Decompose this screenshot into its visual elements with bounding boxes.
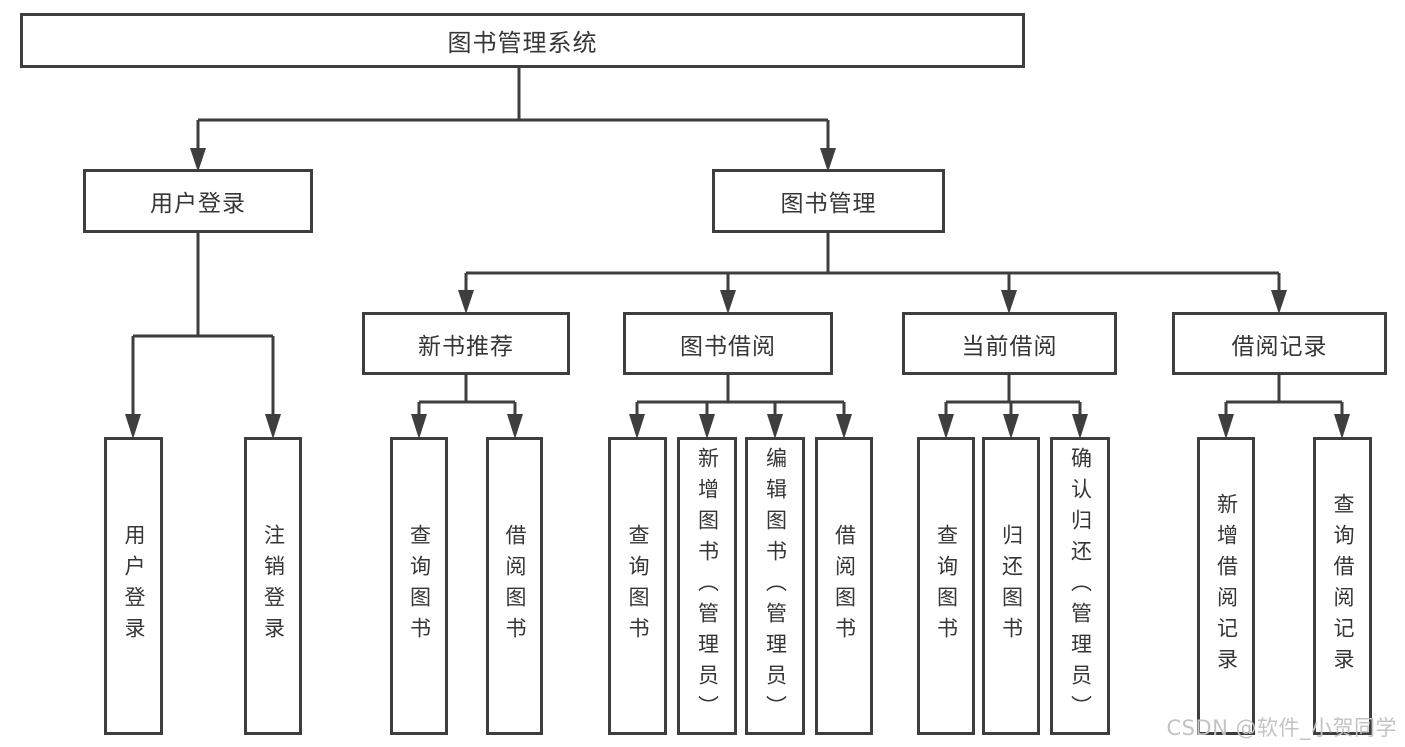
node-label: 归还图书 [999,524,1024,648]
arrowheads-current-borrowing [938,414,1088,439]
arrowheads-borrowing-records [1218,414,1350,439]
node-label: 查询借阅记录 [1331,493,1355,679]
csdn-watermark: CSDN @软件_小贺同学 [1166,716,1397,740]
node-label: 注销登录 [261,524,286,648]
node-label: 图书管理系统 [447,29,598,57]
node-leaf-add-borrow-record: 新增借阅记录 [1197,437,1255,735]
node-leaf-confirm-return-admin: 确认归还（管理员） [1050,437,1110,735]
node-label: 图书借阅 [680,333,776,360]
node-leaf-query-books-current: 查询图书 [917,437,975,735]
node-borrowing-records: 借阅记录 [1172,312,1387,375]
node-label: 查询图书 [407,524,432,648]
connector-new-book-recommend-branch [417,375,517,418]
node-new-book-recommend: 新书推荐 [362,312,570,375]
node-label: 借阅图书 [503,524,527,648]
node-label: 借阅图书 [832,524,857,648]
node-leaf-add-books-admin: 新增图书（管理员） [677,437,737,735]
node-book-management: 图书管理 [712,169,945,233]
node-label: 新增借阅记录 [1214,493,1239,679]
node-leaf-query-borrow-record: 查询借阅记录 [1313,437,1372,735]
node-label: 当前借阅 [961,333,1058,360]
node-leaf-return-books: 归还图书 [982,437,1040,735]
node-label: 查询图书 [934,524,959,648]
node-label: 用户登录 [122,524,146,648]
connector-root-to-level2 [196,66,830,152]
arrowheads-book-borrowing [629,414,852,439]
connector-book-management-branch [464,233,1281,294]
node-leaf-query-books-borrowing: 查询图书 [608,437,667,735]
connector-book-borrowing-branch [635,375,846,418]
node-leaf-query-books-recommend: 查询图书 [390,437,448,735]
node-label: 用户登录 [150,191,246,217]
arrowheads-user-login-leaves [125,414,281,439]
node-leaf-edit-books-admin: 编辑图书（管理员） [745,437,805,735]
node-leaf-borrow-books: 借阅图书 [815,437,873,735]
connector-borrowing-records-branch [1224,375,1344,418]
node-leaf-logout: 注销登录 [244,437,302,735]
node-label: 编辑图书（管理员） [763,446,788,726]
node-leaf-user-login: 用户登录 [104,437,163,735]
node-label: 查询图书 [626,524,650,648]
node-label: 确认归还（管理员） [1068,446,1093,726]
node-book-borrowing: 图书借阅 [623,312,833,375]
node-current-borrowing: 当前借阅 [902,312,1117,375]
node-label: 新书推荐 [418,333,514,360]
connector-user-login-branch [131,233,275,418]
node-leaf-borrow-books-recommend: 借阅图书 [486,437,543,735]
arrowheads-level2 [190,148,836,172]
node-user-login: 用户登录 [83,169,313,233]
arrowheads-new-book-recommend [411,414,523,439]
node-label: 借阅记录 [1231,333,1328,360]
connector-current-borrowing-branch [944,375,1082,418]
arrowheads-level3 [458,290,1287,314]
node-label: 图书管理 [780,191,877,217]
node-library-management-system: 图书管理系统 [20,13,1025,68]
node-label: 新增图书（管理员） [695,446,720,726]
